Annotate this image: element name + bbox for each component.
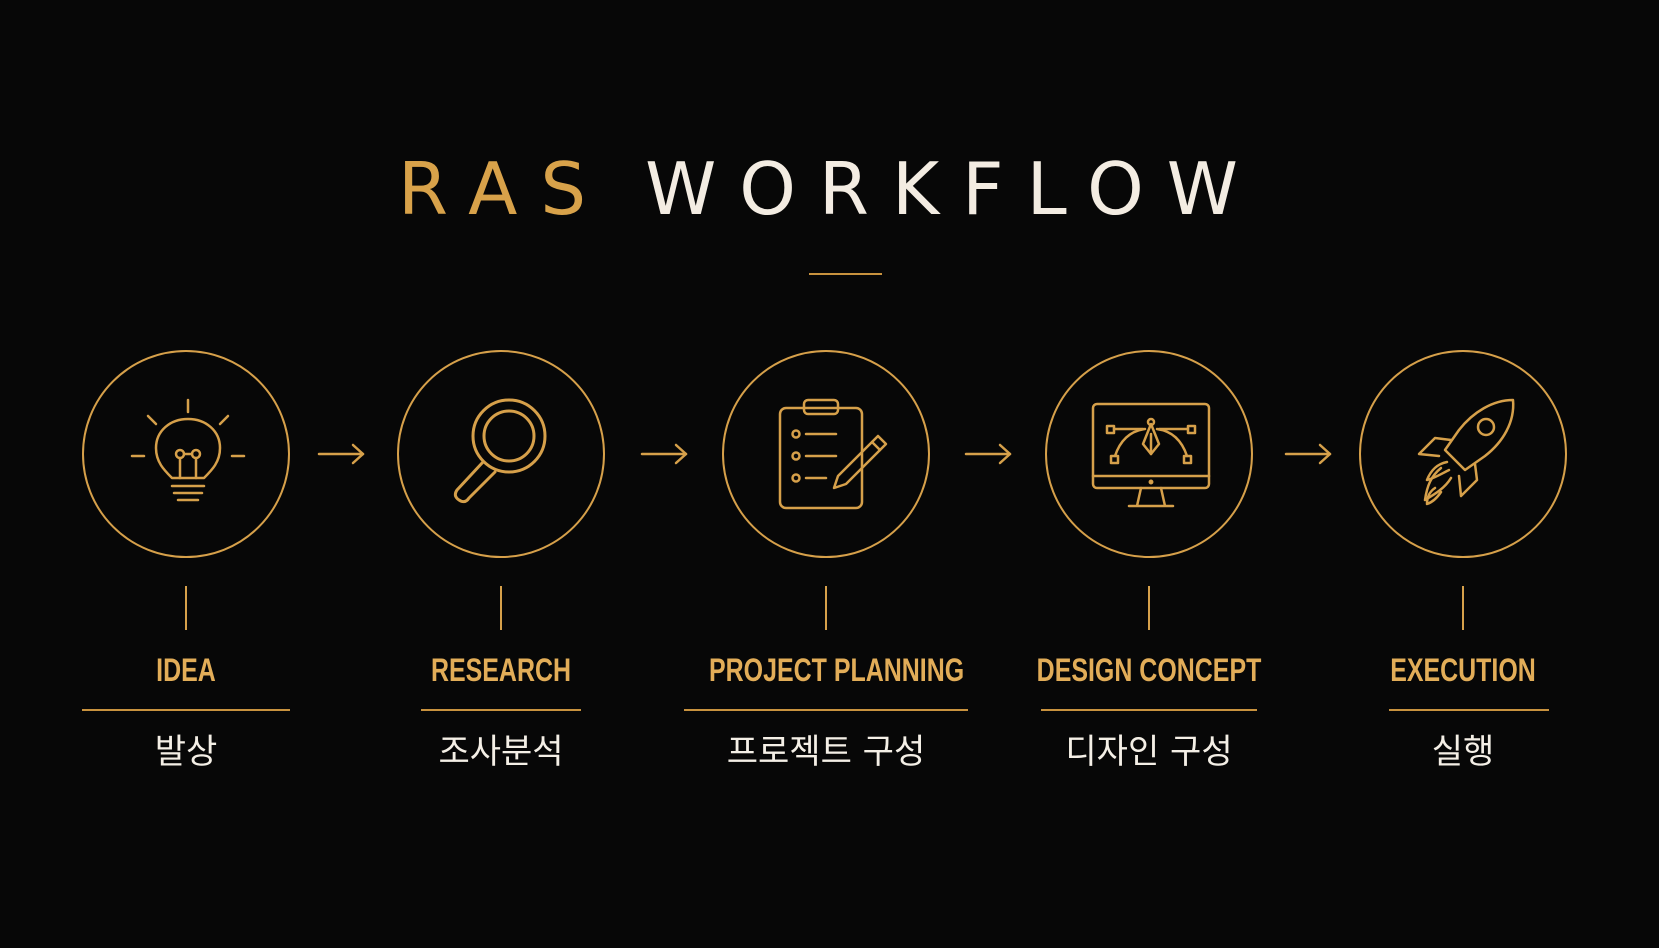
stage-korean-label: 발상 (154, 732, 218, 772)
label-underline (421, 709, 581, 711)
stage-label: DESIGN CONCEPT (1036, 652, 1262, 688)
stage-circle (397, 350, 605, 558)
monitor-pen-tool-icon (1091, 402, 1211, 508)
connector-tick (185, 586, 187, 630)
page-title: RAS WORKFLOW (0, 146, 1659, 232)
arrow-icon (964, 443, 1012, 465)
arrow-icon (317, 443, 365, 465)
stage-circle (82, 350, 290, 558)
stage-label: IDEA (156, 652, 216, 688)
arrow-icon (640, 443, 688, 465)
stage-label: PROJECT PLANNING (709, 652, 965, 688)
connector-tick (1148, 586, 1150, 630)
stage-korean-label: 실행 (1431, 732, 1495, 772)
label-underline (684, 709, 968, 711)
magnifier-icon (453, 398, 547, 504)
stage-circle (722, 350, 930, 558)
stage-korean-label: 디자인 구성 (1065, 732, 1233, 772)
connector-tick (1462, 586, 1464, 630)
lightbulb-icon (130, 398, 246, 502)
stage-circle (1359, 350, 1567, 558)
title-rest: WORKFLOW (645, 147, 1261, 231)
title-divider (809, 273, 882, 275)
arrow-icon (1284, 443, 1332, 465)
title-brand: RAS (397, 147, 610, 231)
stage-label: RESEARCH (430, 652, 572, 688)
label-underline (1041, 709, 1257, 711)
connector-tick (500, 586, 502, 630)
label-underline (82, 709, 290, 711)
stage-circle (1045, 350, 1253, 558)
rocket-icon (1417, 398, 1515, 506)
connector-tick (825, 586, 827, 630)
clipboard-pencil-icon (778, 398, 888, 510)
label-underline (1389, 709, 1549, 711)
stage-label: EXECUTION (1390, 652, 1536, 688)
stage-korean-label: 조사분석 (438, 732, 564, 772)
stage-korean-label: 프로젝트 구성 (726, 732, 926, 772)
